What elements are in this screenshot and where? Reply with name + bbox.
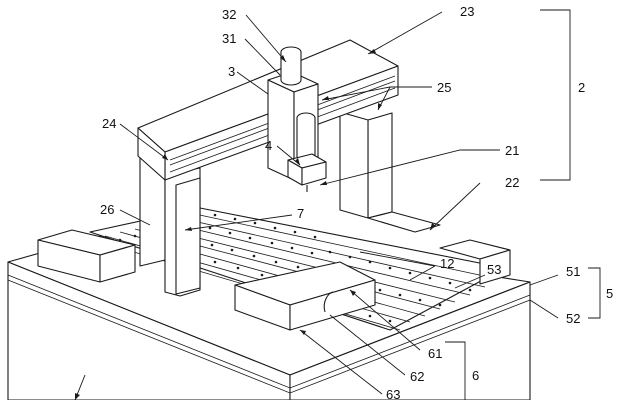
base-edge-band — [7, 274, 531, 389]
hook-62 — [323, 291, 334, 313]
label-23: 23 — [460, 4, 474, 19]
base-edge-band-2 — [7, 279, 531, 394]
label-22: 22 — [505, 175, 519, 190]
label-6: 6 — [472, 368, 479, 383]
cutting-head — [287, 153, 327, 192]
right-end-block — [439, 239, 511, 285]
motor-cylinder — [280, 46, 302, 86]
label-12: 12 — [440, 256, 454, 271]
label-2: 2 — [578, 80, 585, 95]
label-63: 63 — [386, 387, 400, 400]
worktable-holes — [118, 213, 472, 323]
motor-body — [280, 52, 302, 86]
front-clamp-block — [234, 261, 376, 331]
label-26: 26 — [100, 202, 114, 217]
head-side — [301, 161, 327, 186]
leader-arrowheads — [75, 49, 436, 400]
label-3: 3 — [228, 64, 235, 79]
label-21: 21 — [505, 143, 519, 158]
right-leg-front — [367, 112, 393, 219]
label-32: 32 — [222, 7, 236, 22]
label-53: 53 — [487, 262, 501, 277]
part-labels: 32 31 3 23 25 2 24 4 21 22 26 7 12 53 51… — [100, 4, 613, 400]
label-4: 4 — [265, 138, 272, 153]
frame-right-leg — [339, 111, 441, 233]
label-31: 31 — [222, 31, 236, 46]
label-61: 61 — [428, 346, 442, 361]
right-block-side — [479, 249, 511, 285]
label-7: 7 — [297, 206, 304, 221]
label-25: 25 — [437, 80, 451, 95]
leader-lines — [74, 9, 601, 400]
label-52: 52 — [566, 311, 580, 326]
right-leg-foot — [367, 211, 441, 233]
left-block-side — [99, 244, 136, 283]
label-51: 51 — [566, 264, 580, 279]
left-leg-panel — [175, 177, 201, 295]
right-leg-inner — [339, 111, 369, 219]
label-62: 62 — [410, 369, 424, 384]
left-end-block — [37, 229, 136, 283]
label-5: 5 — [606, 286, 613, 301]
label-24: 24 — [102, 116, 116, 131]
base-left-face — [7, 261, 291, 400]
beam-left-end — [137, 127, 166, 181]
